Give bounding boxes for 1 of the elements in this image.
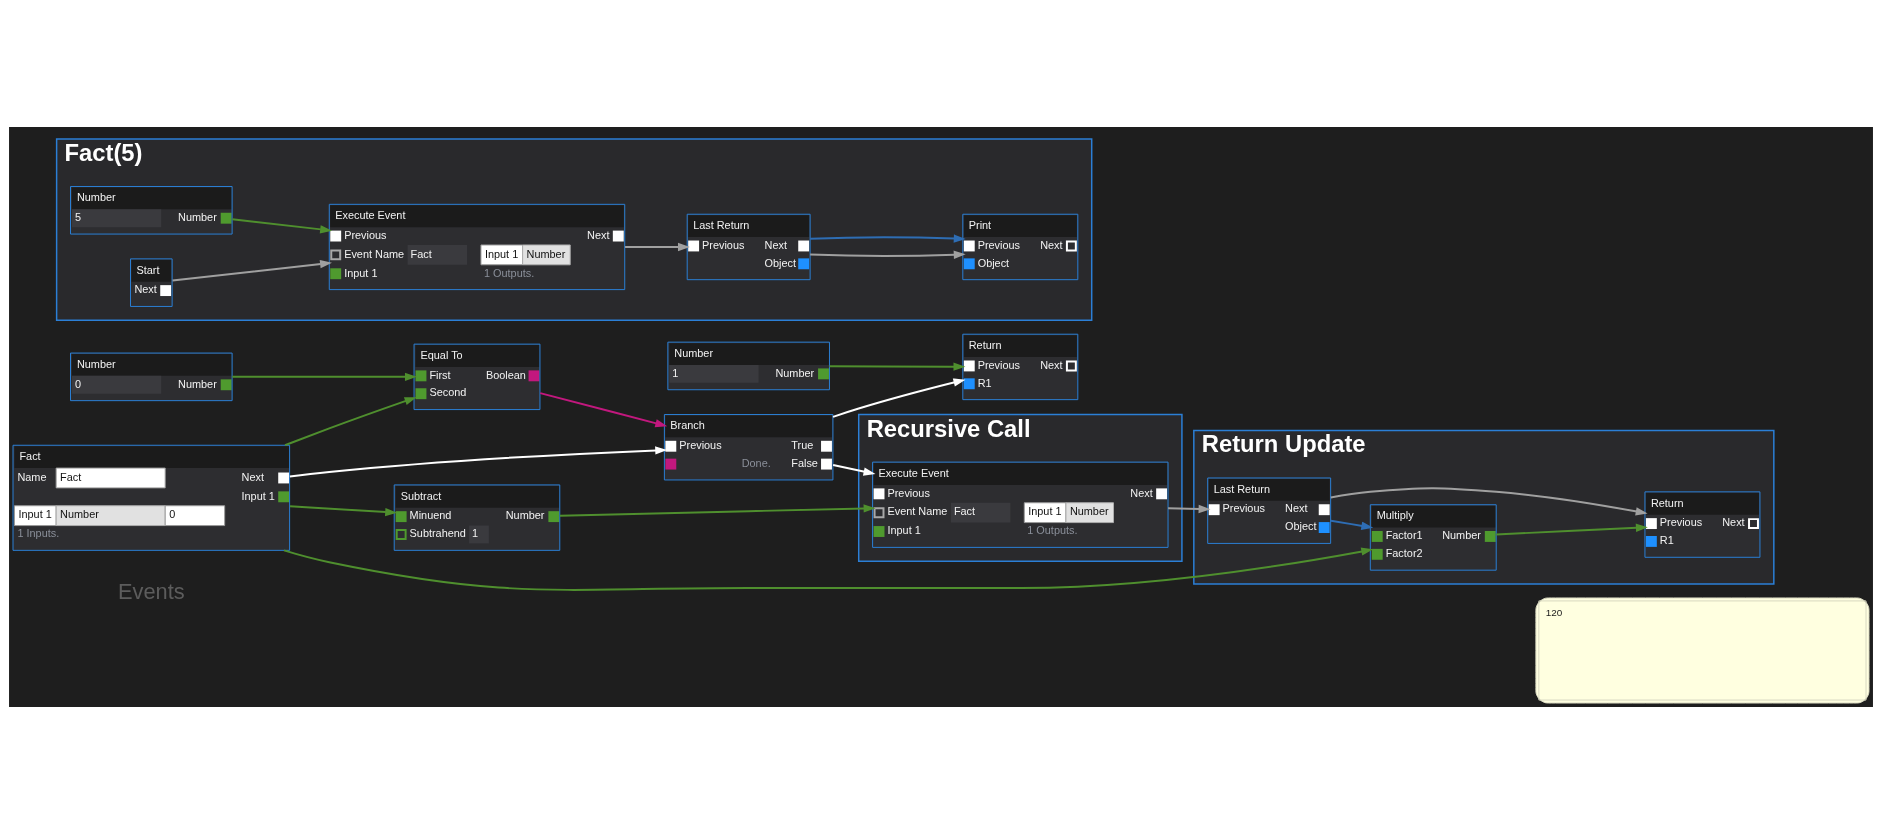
label: Events xyxy=(117,578,185,604)
